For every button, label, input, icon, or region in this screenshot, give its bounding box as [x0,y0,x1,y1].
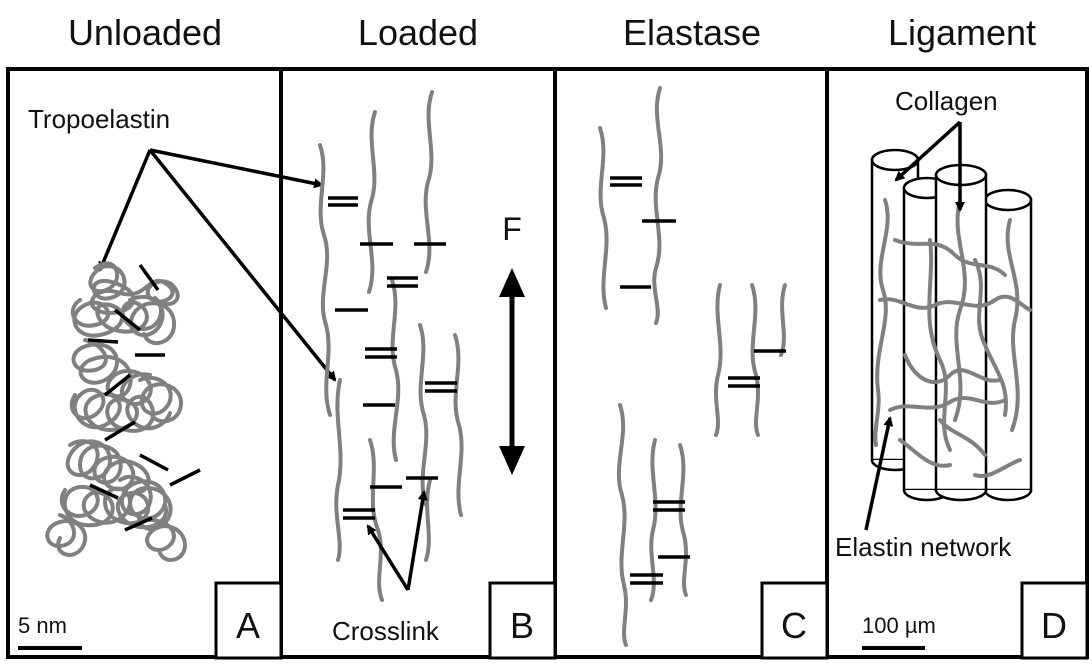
elastin-network-label: Elastin network [835,532,1012,562]
crosslink-label: Crosslink [332,616,440,646]
panel-c-title: Elastase [623,12,761,53]
collagen-label: Collagen [895,86,998,116]
panel-d-letter-box [1020,581,1089,660]
panel-c-letter: C [781,605,807,646]
crosslinks-elastase [610,176,786,585]
panel-d-title: Ligament [888,12,1036,53]
collagen-cylinders [870,148,1033,502]
scale-label-a: 5 nm [18,613,67,638]
elastin-fibers-elastase [598,86,787,647]
panel-a-title: Unloaded [68,12,222,53]
elastin-network [873,198,1032,478]
elastin-fibers-loaded [318,90,464,602]
panel-d-letter: D [1041,605,1067,646]
collagen-arrows [894,120,965,212]
crosslink-arrows [366,490,428,591]
force-label: F [502,211,522,247]
tropoelastin-arrows [98,148,337,382]
tropoelastin-coil [45,261,187,562]
panel-a-letter: A [236,605,260,646]
tropoelastin-label: Tropoelastin [28,104,170,134]
panel-b-letter-box [488,581,557,660]
scale-label-d: 100 µm [862,613,936,638]
panel-b-title: Loaded [358,12,478,53]
panel-a-letter-box [214,581,283,660]
panel-c-letter-box [760,581,829,660]
crosslinks-loaded [328,196,457,520]
elastin-network-arrow [864,416,894,531]
force-arrow [499,268,525,475]
panel-b-letter: B [510,605,534,646]
tropoelastin-crosslinks [87,263,201,532]
